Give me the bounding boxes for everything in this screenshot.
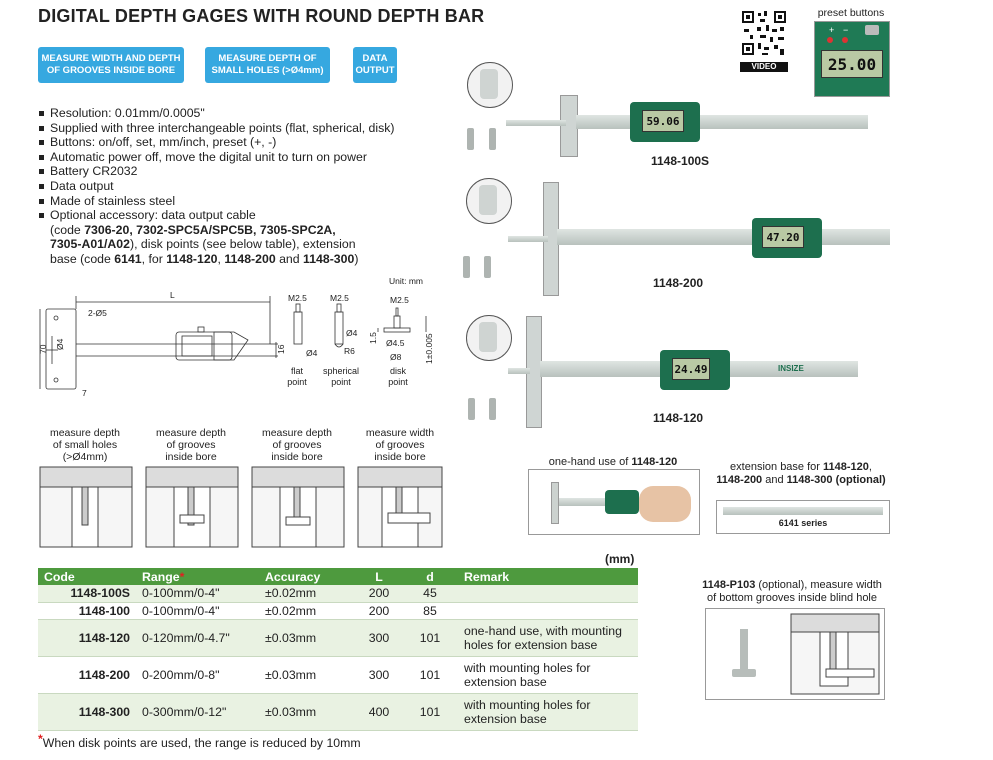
col-remark: Remark: [458, 568, 638, 585]
disk-dia2: Ø8: [390, 352, 402, 362]
table-unit: (mm): [605, 552, 635, 566]
extension-caption: extension base for 1148-120, 1148-200 an…: [716, 461, 886, 486]
sph-dia: Ø4: [346, 328, 358, 338]
point-icon: [467, 128, 474, 150]
scale-beam: [576, 115, 868, 129]
table-header-row: Code Range* Accuracy L d Remark: [38, 568, 638, 585]
page-title: DIGITAL DEPTH GAGES WITH ROUND DEPTH BAR: [38, 6, 485, 26]
col-code: Code: [38, 568, 136, 585]
p103-caption: 1148-P103 (optional), measure width of b…: [702, 579, 882, 604]
depth-bar: [506, 120, 566, 126]
disk-tol: 1±0.005: [424, 333, 434, 364]
col-accuracy: Accuracy: [259, 568, 356, 585]
extension-series: 6141 series: [778, 518, 828, 528]
plus-button-icon: [827, 37, 833, 43]
spec-table: Code Range* Accuracy L d Remark 1148-100…: [38, 568, 638, 731]
zoom-circle: [466, 315, 512, 361]
qr-video-label: VIDEO: [740, 62, 788, 72]
dim-2phi5: 2-Ø5: [88, 308, 107, 318]
feature-item: Automatic power off, move the digital un…: [38, 150, 458, 165]
feature-item-accessory: Optional accessory: data output cable (c…: [38, 208, 458, 266]
gauge-display: 24.49: [672, 358, 710, 380]
qr-icon: [740, 9, 788, 57]
dim-phi4: Ø4: [55, 338, 65, 350]
knob-icon: [865, 25, 879, 35]
digital-unit: 47.20: [752, 218, 822, 258]
disk-thread: M2.5: [390, 295, 409, 305]
point-icon: [468, 398, 475, 420]
col-range: Range*: [136, 568, 259, 585]
feature-item: Buttons: on/off, set, mm/inch, preset (+…: [38, 135, 458, 150]
feature-item: Supplied with three interchangeable poin…: [38, 121, 458, 136]
brand-logo: INSIZE: [778, 364, 804, 373]
zoom-circle: [466, 178, 512, 224]
model-label: 1148-120: [653, 411, 704, 425]
plus-label: +: [829, 25, 835, 35]
table-row: 1148-100S 0-100mm/0-4" ±0.02mm 200 45: [38, 585, 638, 603]
p103-photo: [705, 608, 885, 700]
minus-button-icon: [842, 37, 848, 43]
gauge-display: 47.20: [762, 226, 804, 248]
point-icon: [484, 256, 491, 278]
dim-70: 70: [38, 344, 48, 354]
extension-photo: 6141 series: [716, 500, 890, 534]
onehand-photo: [528, 469, 700, 535]
col-d: d: [402, 568, 458, 585]
table-row: 1148-100 0-100mm/0-4" ±0.02mm 200 85: [38, 602, 638, 620]
digital-unit: 24.49: [660, 350, 730, 390]
preset-display: 25.00: [821, 50, 883, 78]
preset-caption: preset buttons: [817, 7, 885, 19]
footnote: *When disk points are used, the range is…: [38, 732, 361, 750]
table-row: 1148-120 0-120mm/0-4.7" ±0.03mm 300 101 …: [38, 619, 638, 657]
flat-thread: M2.5: [288, 293, 307, 303]
feature-item: Battery CR2032: [38, 164, 458, 179]
sph-radius: R6: [344, 346, 355, 356]
feature-list: Resolution: 0.01mm/0.0005" Supplied with…: [38, 106, 458, 267]
feature-item: Made of stainless steel: [38, 194, 458, 209]
flat-dia: Ø4: [306, 348, 318, 358]
point-icon: [489, 398, 496, 420]
digital-unit: 59.06: [630, 102, 700, 142]
col-L: L: [356, 568, 402, 585]
unit-label: Unit: mm: [389, 276, 423, 286]
p103-diagram: [790, 613, 880, 695]
onehand-caption: one-hand use of 1148-120: [548, 456, 678, 468]
dim-L: L: [170, 290, 175, 300]
zoom-circle: [467, 62, 513, 108]
dim-16: 16: [276, 344, 286, 354]
model-label: 1148-200: [653, 276, 704, 290]
disk-thick: 1.5: [368, 332, 378, 344]
feature-item: Resolution: 0.01mm/0.0005": [38, 106, 458, 121]
point-icon: [489, 128, 496, 150]
mode-diagrams: [39, 466, 443, 548]
disk-dia: Ø4.5: [386, 338, 405, 348]
minus-label: −: [843, 25, 849, 35]
feature-item: Data output: [38, 179, 458, 194]
preset-inset: + − 25.00: [814, 21, 890, 97]
table-row: 1148-200 0-200mm/0-8" ±0.03mm 300 101 wi…: [38, 656, 638, 694]
point-icon: [463, 256, 470, 278]
qr-code[interactable]: VIDEO: [740, 9, 788, 72]
gauge-display: 59.06: [642, 110, 684, 132]
model-label: 1148-100S: [651, 154, 710, 168]
dim-7: 7: [82, 388, 87, 396]
depth-bar: [508, 368, 530, 374]
sph-thread: M2.5: [330, 293, 349, 303]
scale-beam: [557, 229, 890, 245]
depth-bar: [508, 236, 548, 242]
dimension-drawing: L 2-Ø5 16 70 d Ø4 7 Unit: mm M2.5 M2.5 M…: [38, 276, 434, 396]
table-row: 1148-300 0-300mm/0-12" ±0.03mm 400 101 w…: [38, 693, 638, 731]
